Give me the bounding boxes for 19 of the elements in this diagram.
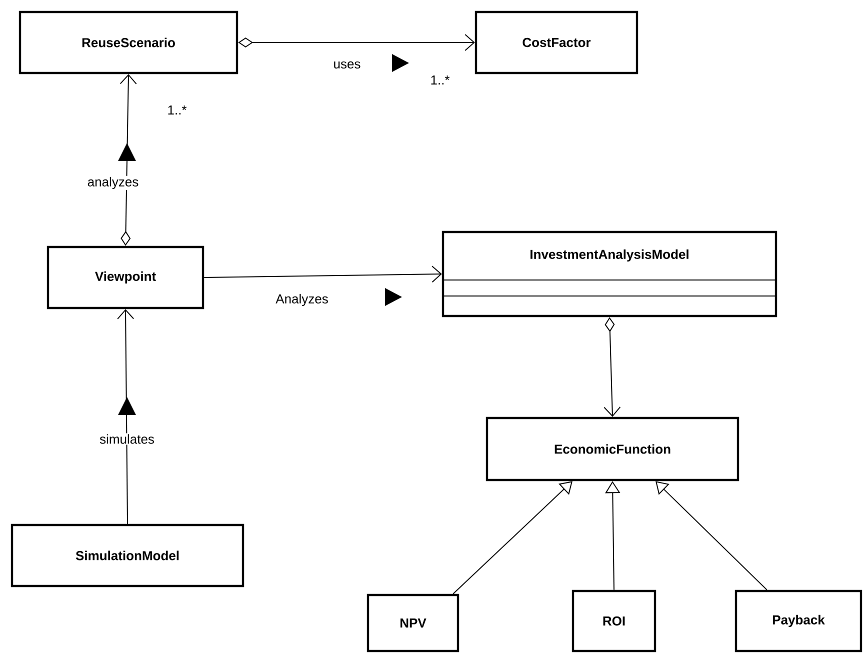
association-line <box>117 309 134 524</box>
association-line <box>204 266 442 283</box>
class-box: EconomicFunction <box>486 416 740 482</box>
class-box: InvestmentAnalysisModel <box>442 230 778 318</box>
edge-label: analyzes <box>86 176 140 190</box>
multiplicity-label: 1..* <box>168 106 187 114</box>
association-line <box>452 481 572 594</box>
class-box: CostFactor <box>474 10 638 74</box>
edge-label: simulates <box>98 433 156 445</box>
edge-label: Analyzes <box>274 292 330 308</box>
edge-label: uses <box>332 60 362 70</box>
class-box: ReuseScenario <box>18 10 238 74</box>
class-box: Payback <box>734 590 862 652</box>
class-box: ROI <box>572 590 656 652</box>
class-box: NPV <box>366 594 460 652</box>
multiplicity-label: 1..* <box>431 76 450 84</box>
class-box: SimulationModel <box>10 524 244 588</box>
class-box: Viewpoint <box>46 246 204 310</box>
association-line <box>656 481 768 590</box>
